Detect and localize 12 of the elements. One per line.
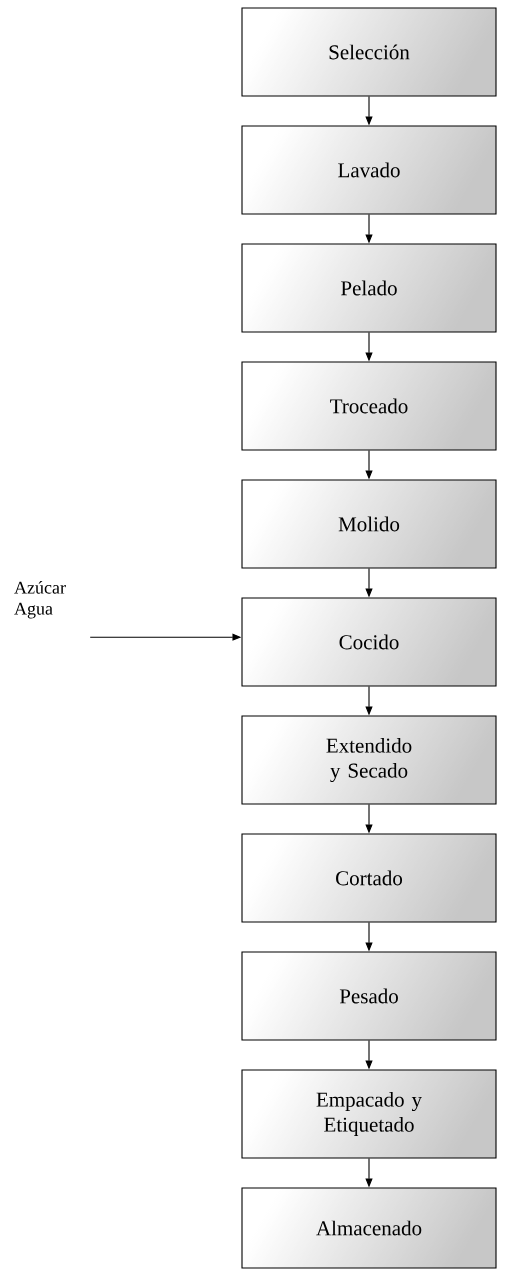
process-box: Cocido — [241, 597, 497, 687]
process-box: Pesado — [241, 951, 497, 1041]
input-label: Azúcar Agua — [14, 581, 66, 619]
process-box: Molido — [241, 479, 497, 569]
process-box: Extendido y Secado — [241, 715, 497, 805]
process-box: Cortado — [241, 833, 497, 923]
process-box: Almacenado — [241, 1187, 497, 1269]
process-box: Troceado — [241, 361, 497, 451]
process-box: Selección — [241, 7, 497, 97]
process-box: Empacado y Etiquetado — [241, 1069, 497, 1159]
process-box: Pelado — [241, 243, 497, 333]
process-box: Lavado — [241, 125, 497, 215]
